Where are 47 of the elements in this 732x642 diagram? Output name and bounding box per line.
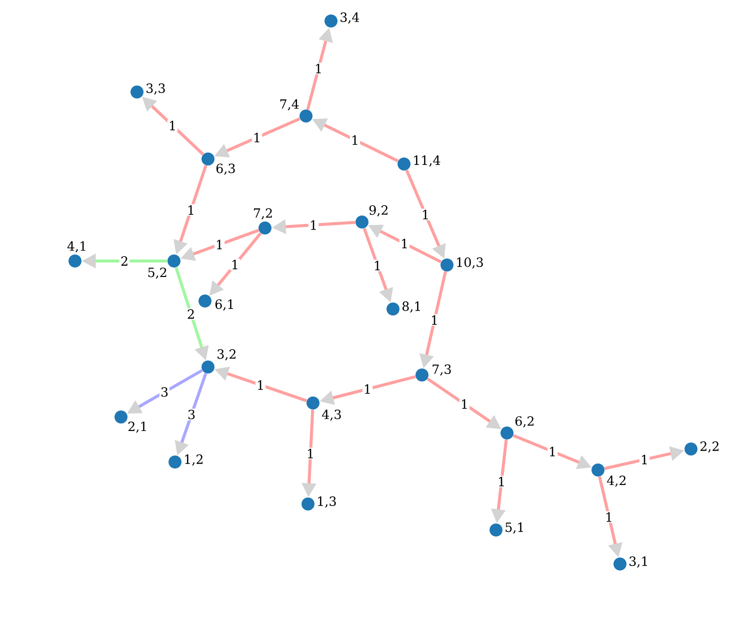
node-label: 1,3 xyxy=(318,496,336,508)
node-label: 3,2 xyxy=(218,349,236,360)
node-label: 7,2 xyxy=(254,208,272,220)
edge-label: 1 xyxy=(252,132,262,144)
edge-label: 2 xyxy=(119,255,130,267)
edge-label: 3 xyxy=(159,386,170,398)
edge-label: 1 xyxy=(547,446,558,458)
node-label: 10,3 xyxy=(457,257,483,269)
node-label: 4,2 xyxy=(607,476,626,487)
edge-label: 1 xyxy=(420,208,431,220)
edge-label: 1 xyxy=(230,258,240,270)
edge-label: 1 xyxy=(186,204,196,216)
node-label: 4,3 xyxy=(322,410,341,421)
edge-label: 1 xyxy=(308,219,319,231)
edge-label: 1 xyxy=(496,476,507,488)
node-label: 5,2 xyxy=(148,268,166,279)
node-label: 3,3 xyxy=(146,83,165,95)
edge-label: 1 xyxy=(372,260,383,272)
edge-label: 1 xyxy=(313,62,324,74)
node-label: 9,2 xyxy=(369,205,388,216)
node-label: 3,1 xyxy=(630,556,647,568)
edge-label: 1 xyxy=(362,383,373,395)
node-label: 11,4 xyxy=(414,155,440,167)
node-label: 7,3 xyxy=(432,364,451,376)
edge-label: 1 xyxy=(305,448,316,460)
node-label: 2,1 xyxy=(128,422,146,433)
node-label: 7,4 xyxy=(280,99,299,110)
edge-label: 1 xyxy=(214,238,225,250)
edge-label: 1 xyxy=(350,134,360,146)
edge-label: 1 xyxy=(399,238,410,250)
node-label: 6,2 xyxy=(515,416,534,428)
edge-label: 1 xyxy=(429,314,440,326)
node-label: 4,1 xyxy=(67,241,86,252)
edge-label: 1 xyxy=(459,398,470,410)
edge-label: 1 xyxy=(167,120,178,132)
node-label: 8,1 xyxy=(402,301,420,313)
edge-label: 1 xyxy=(639,454,650,466)
node-label: 3,4 xyxy=(340,12,360,24)
edge-label: 2 xyxy=(186,308,196,320)
node-label: 2,2 xyxy=(700,441,718,453)
edge-label: 3 xyxy=(186,408,197,420)
edge-label: 1 xyxy=(604,511,614,523)
node-label: 5,1 xyxy=(506,522,523,534)
node-label: 6,1 xyxy=(215,299,233,311)
node-label: 6,3 xyxy=(216,164,235,175)
node-label: 1,2 xyxy=(185,454,202,466)
edge-label: 1 xyxy=(255,379,266,391)
